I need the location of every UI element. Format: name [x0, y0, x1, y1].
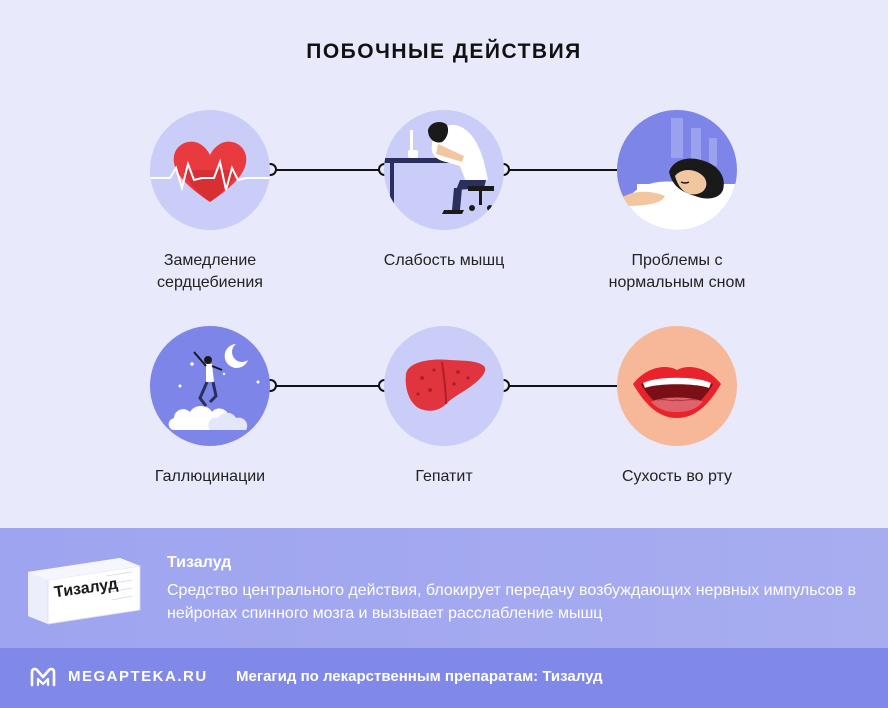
drug-name: Тизалуд [167, 554, 232, 571]
drug-info-band: Тизалуд Тизалуд Средство центрального де… [0, 528, 888, 648]
effect-label: Замедление сердцебиения [157, 252, 263, 291]
effect-label: Проблемы с нормальным сном [608, 252, 746, 291]
connector-line [504, 169, 618, 171]
footer: MEGAPTEKA.RU Мегагид по лекарственным пр… [0, 648, 888, 708]
footer-text: Мегагид по лекарственным препаратам: Тиз… [236, 668, 603, 685]
connector-line [504, 385, 618, 387]
megapteka-logo-icon [30, 667, 56, 687]
liver-icon [384, 326, 504, 446]
effect-label: Сухость во рту [621, 468, 733, 485]
drug-description: Средство центрального действия, блокируе… [167, 582, 857, 622]
drug-box-image: Тизалуд [24, 550, 142, 626]
heart-pulse-icon [150, 110, 270, 230]
footer-brand[interactable]: MEGAPTEKA.RU [68, 668, 208, 685]
connector-line [270, 169, 384, 171]
connector-line [270, 385, 384, 387]
effect-label: Галлюцинации [154, 468, 266, 485]
sleeping-woman-icon [617, 110, 737, 230]
page-title: ПОБОЧНЫЕ ДЕЙСТВИЯ [306, 40, 582, 63]
effect-label: Гепатит [415, 468, 473, 485]
open-mouth-icon [617, 326, 737, 446]
effect-label: Слабость мышц [383, 252, 505, 269]
tired-person-at-desk-icon [384, 110, 504, 230]
dreaming-figure-on-clouds-icon [150, 326, 270, 446]
